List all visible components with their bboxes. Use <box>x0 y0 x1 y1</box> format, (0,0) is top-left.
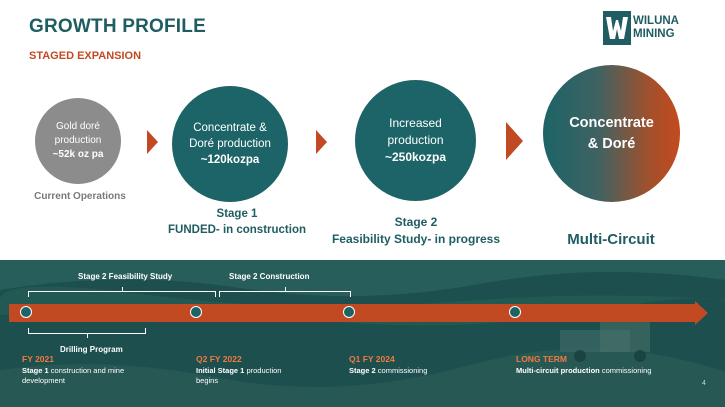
milestone-desc-text: construction and mine development <box>22 366 125 385</box>
circle-line: ~52k oz pa <box>52 149 104 160</box>
milestone-dot <box>20 306 32 318</box>
milestone-date: Q2 FY 2022 <box>196 354 242 364</box>
milestone-desc: Stage 2 commissioning <box>349 366 479 376</box>
label-construction: Stage 2 Construction <box>229 272 310 281</box>
bracket-feasibility <box>28 287 216 297</box>
milestone-desc-bold: Stage 2 <box>349 366 376 375</box>
logo-line-2: MINING <box>633 28 675 40</box>
stage-circle-multi: Concentrate & Doré <box>543 65 680 202</box>
logo-line-1: WILUNA <box>633 15 679 27</box>
stage-circle-current: Gold doré production ~52k oz pa <box>35 98 121 184</box>
company-logo: WILUNA MINING <box>603 11 713 47</box>
milestone-dot <box>509 306 521 318</box>
circle-line: Increased <box>389 116 442 130</box>
caption-line: FUNDED- in construction <box>168 224 306 236</box>
stage-circle-stage2: Increased production ~250kozpa <box>355 80 476 201</box>
milestone-desc-text: production begins <box>196 366 282 385</box>
milestone-desc: Stage 1 construction and mine developmen… <box>22 366 162 386</box>
page-number: 4 <box>702 380 706 387</box>
circle-line: production <box>387 133 444 147</box>
chevron-right-icon <box>316 130 327 154</box>
milestone-desc-bold: Initial Stage 1 <box>196 366 245 375</box>
caption-stage1: Stage 1 FUNDED- in construction <box>152 206 322 238</box>
chevron-right-icon <box>147 130 158 154</box>
caption-line: Stage 2 <box>394 215 438 229</box>
milestone-date: FY 2021 <box>22 354 54 364</box>
bracket-drilling <box>28 328 146 338</box>
milestone-dot <box>190 306 202 318</box>
circle-line: Gold doré <box>56 121 100 132</box>
caption-current: Current Operations <box>34 191 126 202</box>
page-subtitle: STAGED EXPANSION <box>29 50 142 62</box>
milestone-desc: Initial Stage 1 production begins <box>196 366 301 386</box>
milestone-dot <box>343 306 355 318</box>
mine-background-image <box>0 260 725 407</box>
milestone-desc-text: commissioning <box>375 366 428 375</box>
label-feasibility-study: Stage 2 Feasibility Study <box>78 272 173 281</box>
milestone-date: LONG TERM <box>516 354 567 364</box>
stage-circle-stage1: Concentrate & Doré production ~120kozpa <box>172 86 288 202</box>
wiluna-w-icon <box>603 11 631 45</box>
caption-multi: Multi-Circuit <box>567 231 655 248</box>
milestone-desc: Multi-circuit production commissioning <box>516 366 686 376</box>
caption-stage2: Stage 2 Feasibility Study- in progress <box>316 214 516 248</box>
bracket-construction <box>219 287 351 297</box>
caption-line: Stage 1 <box>216 208 258 220</box>
page-title: GROWTH PROFILE <box>29 16 206 37</box>
milestone-date: Q1 FY 2024 <box>349 354 395 364</box>
circle-line: Doré production <box>189 138 271 150</box>
timeline-arrow-head <box>695 301 708 325</box>
chevron-right-icon <box>506 122 523 160</box>
circle-line: Concentrate <box>569 114 654 131</box>
circle-line: production <box>54 135 102 146</box>
circle-line: & Doré <box>587 135 636 152</box>
milestone-desc-bold: Stage 1 <box>22 366 49 375</box>
caption-line: Feasibility Study- in progress <box>331 232 501 246</box>
milestone-desc-bold: Multi-circuit production <box>516 366 600 375</box>
circle-line: Concentrate & <box>193 122 267 134</box>
circle-line: ~120kozpa <box>200 154 260 166</box>
circle-line: ~250kozpa <box>384 150 447 164</box>
label-drilling-program: Drilling Program <box>60 345 123 354</box>
milestone-desc-text: commissioning <box>599 366 652 375</box>
